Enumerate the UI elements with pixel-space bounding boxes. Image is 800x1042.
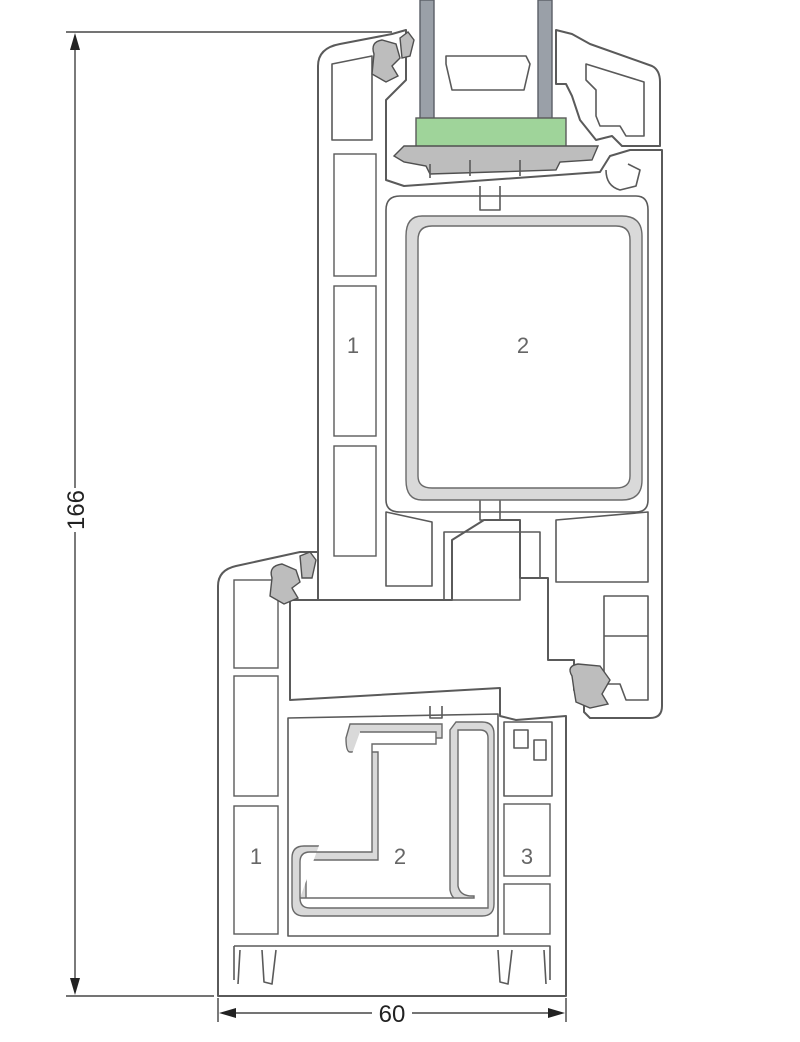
label-frame-outer: 1 <box>250 844 262 869</box>
sash-chamber-lower <box>333 445 377 557</box>
sash-center-chamber <box>443 531 541 601</box>
width-arrow-right <box>548 1008 565 1018</box>
bead-chamber <box>585 63 645 137</box>
sash-lower-chamber-a <box>385 511 433 587</box>
sash-inner-gasket <box>569 663 611 709</box>
sash-chamber-top <box>331 55 373 141</box>
label-frame-inner: 3 <box>521 844 533 869</box>
sash-steel-inner <box>417 225 631 489</box>
height-label-bg <box>62 488 90 532</box>
width-arrow-left <box>219 1008 236 1018</box>
sash-chamber-1 <box>333 285 377 437</box>
frame-profile <box>217 551 567 997</box>
height-arrow-bottom <box>70 978 80 995</box>
frame-gasket-lip <box>299 551 317 579</box>
sash-bottom-web <box>479 500 501 521</box>
sash-main-chamber <box>385 195 649 513</box>
frame-web <box>429 706 443 719</box>
glazing-bridge-gasket <box>392 145 600 175</box>
glass-spacer-bar <box>445 55 531 91</box>
frame-chamber-mid <box>233 675 279 797</box>
glazing-bead <box>555 29 661 147</box>
height-value: 166 <box>63 490 90 530</box>
frame-steel-inner <box>299 729 489 909</box>
glass-pane-outer <box>419 0 435 123</box>
frame-chamber-inner-bottom <box>503 883 551 935</box>
glazing-unit <box>392 0 600 178</box>
frame-outer-gasket <box>269 563 301 605</box>
frame-chamber-inner-top <box>503 721 553 797</box>
bead-clip <box>605 163 641 191</box>
width-value: 60 <box>379 1001 406 1028</box>
gasket-ribs <box>429 160 521 178</box>
chamber-labels: 1 2 1 2 3 <box>250 333 533 869</box>
frame-foot-edges <box>237 949 547 985</box>
sash-chamber-upper <box>333 153 377 277</box>
label-frame-reinforcement: 2 <box>394 844 406 869</box>
label-sash-reinforcement: 2 <box>517 333 529 358</box>
glass-pane-inner <box>537 0 553 123</box>
frame-inner-clips <box>513 729 547 761</box>
frame-feet <box>261 949 513 985</box>
height-dimension: 166 <box>62 31 392 997</box>
sash-gasket-lip <box>399 31 415 59</box>
glazing-block <box>415 117 567 149</box>
frame-foot-wall <box>233 945 551 980</box>
frame-chamber-1 <box>233 805 279 935</box>
sash-outer-gasket <box>371 39 401 83</box>
width-dimension: 60 <box>217 998 567 1028</box>
sash-lower-chamber-b <box>555 511 649 583</box>
frame-chamber-3 <box>503 803 551 877</box>
width-label-bg <box>372 1000 412 1026</box>
label-sash-outer: 1 <box>347 333 359 358</box>
sash-top-web <box>479 186 501 211</box>
sash-profile <box>317 29 663 719</box>
height-arrow-top <box>70 33 80 50</box>
frame-main-chamber <box>287 713 499 937</box>
